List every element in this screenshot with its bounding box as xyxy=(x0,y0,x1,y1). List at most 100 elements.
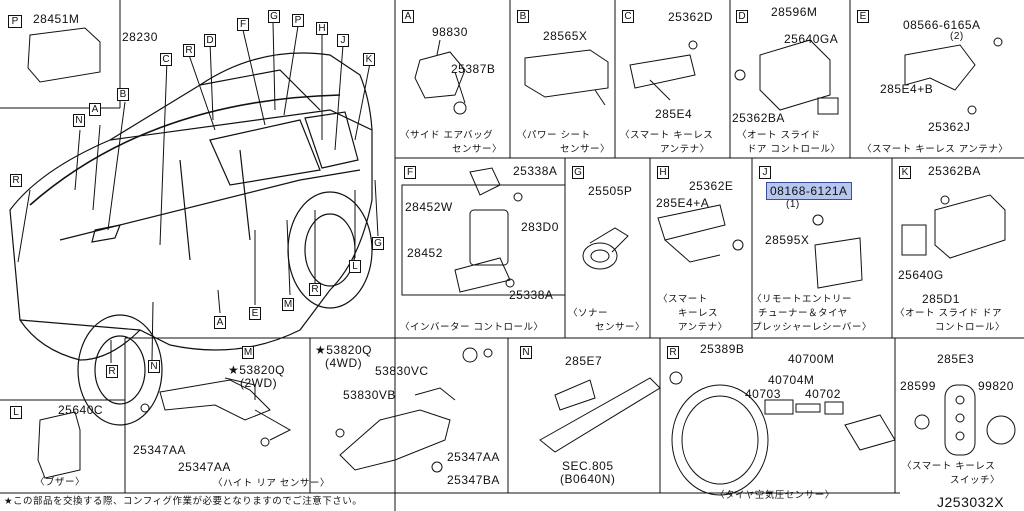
callout-label: G xyxy=(372,237,384,250)
panel-b-drawing xyxy=(524,49,609,106)
part-label: 25362E xyxy=(689,179,734,193)
part-label: 25362J xyxy=(928,120,971,134)
caption: スイッチ〉 xyxy=(950,475,1001,486)
callout-label: R xyxy=(309,283,321,296)
part-label: 08566-6165A xyxy=(903,18,981,32)
callout-label: P xyxy=(292,14,304,27)
callout-label: R xyxy=(106,365,118,378)
panel-l-drawing xyxy=(37,411,81,479)
section-label: E xyxy=(857,10,869,23)
callout-label: L xyxy=(349,260,361,273)
caption: 〈タイヤ空気圧センサー〉 xyxy=(715,490,835,501)
caption: センサー〉 xyxy=(560,144,611,155)
part-label: (B0640N) xyxy=(560,472,616,486)
part-label: 28452 xyxy=(407,246,443,260)
section-label: H xyxy=(657,166,669,179)
part-label: 53830VB xyxy=(343,388,396,402)
caption: アンテナ〉 xyxy=(660,144,710,155)
panel-key-drawing xyxy=(914,384,1016,456)
part-label: (2) xyxy=(950,31,964,42)
part-label: 25338A xyxy=(513,164,558,178)
caption: 〈ブザー〉 xyxy=(35,477,86,488)
part-label: 25387B xyxy=(451,62,496,76)
caption: センサー〉 xyxy=(595,322,646,333)
part-label: 25362BA xyxy=(928,164,981,178)
panel-m-drawing xyxy=(140,377,292,447)
leader-lines-main xyxy=(17,21,379,363)
section-label: B xyxy=(517,10,529,23)
callout-label: G xyxy=(268,10,280,23)
callout-label: A xyxy=(89,103,101,116)
caption: 〈スマート キーレス アンテナ〉 xyxy=(862,144,1009,155)
panel-f-drawing xyxy=(454,167,523,293)
panel-d-drawing xyxy=(734,39,839,115)
callout-label: E xyxy=(249,307,261,320)
section-label: L xyxy=(10,406,22,419)
part-label: ★53820Q xyxy=(315,343,372,357)
panel-c-drawing xyxy=(629,40,698,101)
part-label: 40703 xyxy=(745,387,781,401)
panel-n-drawing xyxy=(539,377,661,453)
caption: 〈オート スライド ドア xyxy=(895,308,1003,319)
part-label: 285E4 xyxy=(655,107,693,121)
part-label: 25640C xyxy=(58,403,104,417)
caption: 〈ソナー xyxy=(568,308,609,319)
part-label: 40700M xyxy=(788,352,835,366)
section-label: K xyxy=(899,166,911,179)
caption: 〈インバーター コントロール〉 xyxy=(400,322,544,333)
part-label: 283D0 xyxy=(521,220,559,234)
part-label: 28452W xyxy=(405,200,453,214)
caption: アンテナ〉 xyxy=(678,322,728,333)
part-label: 28595X xyxy=(765,233,810,247)
callout-label: N xyxy=(73,114,85,127)
section-label: J xyxy=(759,166,771,179)
caption: 〈パワー シート xyxy=(517,130,591,141)
caption: 〈リモートエントリー xyxy=(752,294,853,305)
callout-label: C xyxy=(160,53,172,66)
part-label: 285E4+A xyxy=(656,196,710,210)
panel-k-drawing xyxy=(901,194,1006,259)
panel-e-drawing xyxy=(904,37,1003,115)
callout-label: F xyxy=(237,18,249,31)
part-label: 99820 xyxy=(978,379,1014,393)
part-label: (2WD) xyxy=(240,376,278,390)
section-label: D xyxy=(736,10,748,23)
part-label: 285E4+B xyxy=(880,82,934,96)
caption: センサー〉 xyxy=(452,144,503,155)
panel-g-drawing xyxy=(582,227,629,270)
callout-label: D xyxy=(204,34,216,47)
part-label: 40702 xyxy=(805,387,841,401)
panel-p-drawing xyxy=(27,27,101,83)
caption: 〈スマート キーレス xyxy=(902,461,996,472)
part-label: 285E7 xyxy=(565,354,603,368)
callout-label: M xyxy=(282,298,294,311)
callout-label: B xyxy=(117,88,129,101)
caption: キーレス xyxy=(678,308,719,319)
callout-label: H xyxy=(316,22,328,35)
panel-j-drawing xyxy=(812,214,863,289)
part-label: 25347AA xyxy=(447,450,500,464)
section-label: F xyxy=(404,166,416,179)
caption: ドア コントロール〉 xyxy=(747,144,841,155)
part-label: SEC.805 xyxy=(562,459,614,473)
caption: 〈スマート キーレス xyxy=(620,130,714,141)
part-label: 40704M xyxy=(768,373,815,387)
footnote: ★この部品を交換する際、コンフィグ作業が必要となりますのでご注意下さい。 xyxy=(4,496,363,507)
part-label: 25505P xyxy=(588,184,633,198)
section-label: P xyxy=(8,15,22,28)
caption: 〈スマート xyxy=(658,294,708,305)
part-label: (4WD) xyxy=(325,356,363,370)
part-label: ★53820Q xyxy=(228,363,285,377)
section-label: G xyxy=(572,166,584,179)
part-label: 28451M xyxy=(33,12,80,26)
callout-label: R xyxy=(183,44,195,57)
callout-label: R xyxy=(10,174,22,187)
part-label: 25347AA xyxy=(133,443,186,457)
caption: チューナー＆タイヤ xyxy=(758,308,848,319)
part-label: 28565X xyxy=(543,29,588,43)
callout-label: A xyxy=(214,316,226,329)
caption: プレッシャーレシーバー〉 xyxy=(752,322,872,333)
panel-4wd-drawing xyxy=(335,347,493,473)
panel-h-drawing xyxy=(657,204,744,263)
